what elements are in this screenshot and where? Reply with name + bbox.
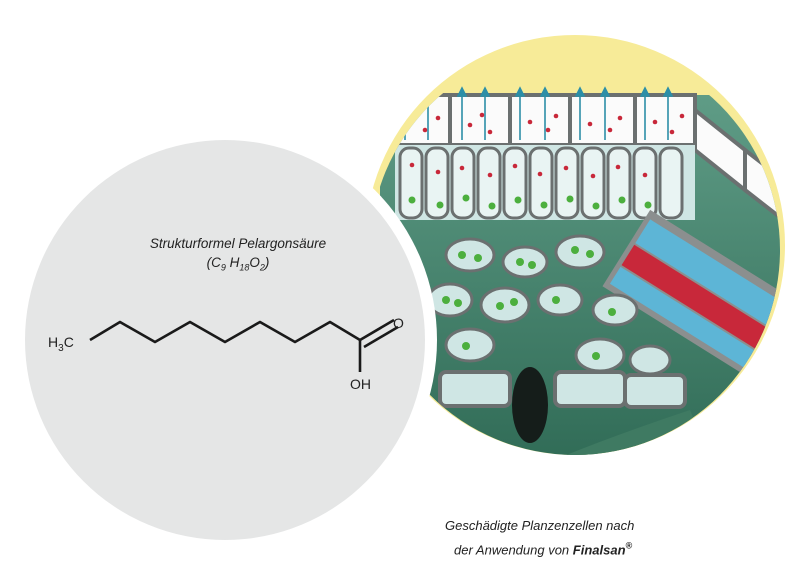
trademark-symbol: ®: [625, 541, 633, 551]
caption-line-1: Geschädigte Planzenzellen nach: [445, 518, 635, 533]
formula-circle: [25, 140, 425, 540]
carbon-chain: [89, 320, 361, 344]
structural-formula: H3C O OH: [48, 315, 404, 392]
caption-line-2: der Anwendung von Finalsan®: [454, 541, 633, 558]
carbonyl-double-bond: [363, 325, 399, 349]
sum-formula: (C9 H18O2): [206, 255, 270, 273]
hydroxyl-group: OH: [350, 376, 371, 392]
brand-name: Finalsan: [572, 542, 626, 558]
carbonyl-bond: [359, 318, 395, 342]
carbonyl-oxygen: O: [393, 315, 404, 331]
leaf-cross-section: [380, 86, 780, 455]
formula-title: Strukturformel Pelargonsäure: [149, 236, 327, 251]
stoma-opening: [512, 367, 548, 443]
methyl-group: H3C: [48, 334, 74, 354]
